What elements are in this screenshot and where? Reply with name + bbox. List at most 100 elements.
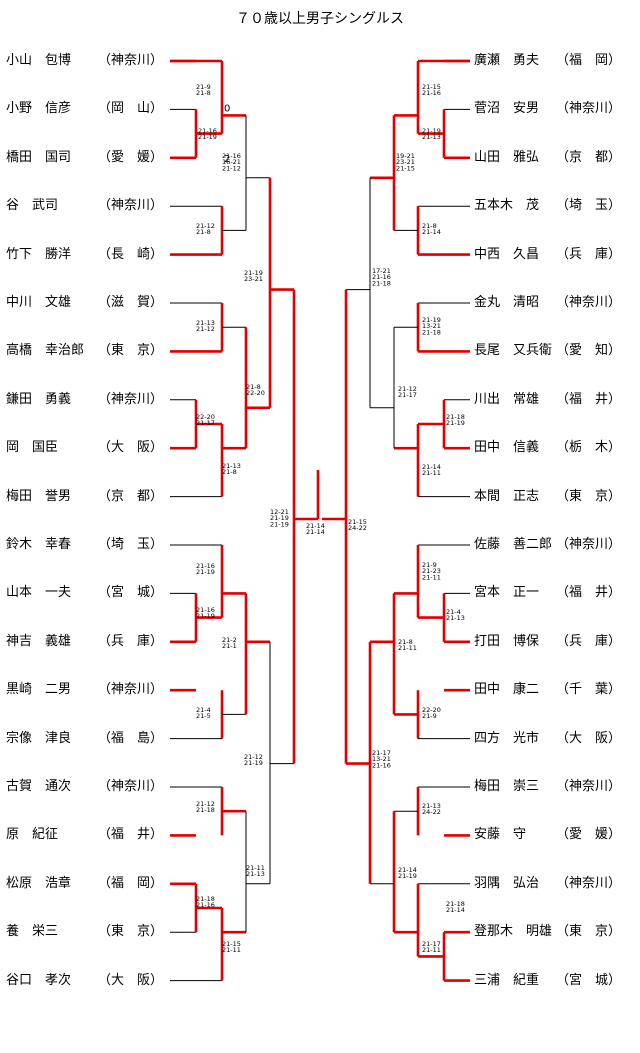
match-score: 21-16 <box>372 273 391 281</box>
match-score: 21-11 <box>422 946 441 954</box>
match-score: 21-9 <box>422 561 437 569</box>
right-player-prefecture: （兵 庫） <box>556 633 622 649</box>
match-score: 23-21 <box>396 158 415 166</box>
left-player-name: 岡 国臣 <box>6 440 59 456</box>
match-score: 21-14 <box>306 522 325 530</box>
left-player-name: 中川 文雄 <box>6 295 72 310</box>
left-player-prefecture: （京 都） <box>98 488 164 504</box>
right-player-prefecture: （東 京） <box>556 488 622 504</box>
right-player-prefecture: （神奈川） <box>556 537 622 552</box>
right-player-name: 金丸 清昭 <box>474 295 540 310</box>
match-score: 21-4 <box>196 706 211 714</box>
left-player-name: 小山 包博 <box>6 53 72 68</box>
match-score: 21-17 <box>422 940 441 948</box>
match-score: 21-11 <box>422 469 441 477</box>
match-score: 21-19 <box>422 127 441 135</box>
right-player-name: 中西 久昌 <box>474 246 540 262</box>
match-score: 24-22 <box>348 524 367 532</box>
match-score: 21-18 <box>196 895 215 903</box>
match-score: 21-16 <box>222 152 241 160</box>
match-score: 21-17 <box>398 391 417 399</box>
match-score: 21-18 <box>422 328 441 336</box>
right-player-name: 梅田 崇三 <box>474 779 540 794</box>
match-score: 21-4 <box>446 608 461 616</box>
match-score: 21-12 <box>196 800 215 808</box>
match-score: 12-21 <box>270 508 289 516</box>
right-player-name: 長尾 又兵衛 <box>474 343 553 359</box>
right-player-prefecture: （福 井） <box>556 391 622 407</box>
right-player-name: 廣瀬 勇夫 <box>474 53 540 68</box>
match-score: 21-18 <box>446 900 465 908</box>
right-player-name: 四方 光市 <box>474 730 540 746</box>
left-player-prefecture: （愛 媛） <box>98 149 164 165</box>
match-score: 21-12 <box>196 325 215 333</box>
match-score: 21-2 <box>222 636 237 644</box>
match-score: 21-13 <box>246 870 265 878</box>
match-score: 21-18 <box>372 279 391 287</box>
left-player-prefecture: （大 阪） <box>98 972 164 988</box>
left-player-name: 松原 浩章 <box>6 875 72 891</box>
right-player-prefecture: （神奈川） <box>556 875 622 891</box>
left-player-prefecture: （福 島） <box>98 730 164 746</box>
match-score: 21-19 <box>196 612 215 620</box>
match-score: 21-11 <box>398 644 417 652</box>
left-player-prefecture: （大 阪） <box>98 440 164 456</box>
match-score: 21-9 <box>422 712 437 720</box>
left-player-name: 谷口 孝次 <box>6 972 72 988</box>
right-player-prefecture: （愛 媛） <box>556 827 622 843</box>
left-player-prefecture: （東 京） <box>98 924 164 940</box>
match-score: 21-9 <box>196 83 211 91</box>
left-player-name: 宗像 津良 <box>6 730 72 746</box>
match-score: 13-21 <box>422 322 441 330</box>
match-score: 21-5 <box>196 712 211 720</box>
match-score: 21-19 <box>196 568 215 576</box>
left-player-prefecture: （福 井） <box>98 827 164 843</box>
match-score: 21-19 <box>198 133 217 141</box>
right-player-name: 打田 博保 <box>474 633 540 649</box>
left-player-prefecture: （福 岡） <box>98 875 164 891</box>
match-score: 24-22 <box>422 808 441 816</box>
left-player-prefecture: （神奈川） <box>98 779 164 794</box>
right-player-prefecture: （宮 城） <box>556 972 622 988</box>
right-player-name: 五本木 茂 <box>474 198 540 214</box>
right-player-name: 田中 康二 <box>474 682 540 698</box>
left-player-name: 谷 武司 <box>6 198 59 214</box>
left-player-prefecture: （神奈川） <box>98 53 164 68</box>
match-score: 21-12 <box>196 222 215 230</box>
match-score: 22-20 <box>246 389 265 397</box>
left-player-name: 養 栄三 <box>6 924 59 940</box>
right-player-prefecture: （大 阪） <box>556 730 622 746</box>
left-player-name: 神吉 義雄 <box>6 633 72 649</box>
right-player-prefecture: （千 葉） <box>556 682 622 698</box>
match-score: 21-17 <box>196 419 215 427</box>
left-player-prefecture: （兵 庫） <box>98 633 164 649</box>
match-score: 21-15 <box>396 164 415 172</box>
match-score: 21-13 <box>422 133 441 141</box>
right-player-name: 三浦 紀重 <box>474 972 540 988</box>
right-player-prefecture: （神奈川） <box>556 295 622 310</box>
match-score: 21-15 <box>422 83 441 91</box>
right-player-prefecture: （神奈川） <box>556 101 622 117</box>
left-player-prefecture: （長 崎） <box>98 246 164 262</box>
score-digit: 0 <box>224 103 230 114</box>
match-score: 21-8 <box>422 222 437 230</box>
match-score: 21-11 <box>246 864 265 872</box>
match-score: 22-20 <box>422 706 441 714</box>
right-player-prefecture: （栃 木） <box>556 440 622 456</box>
right-player-prefecture: （福 岡） <box>556 53 622 68</box>
left-player-name: 黒崎 二男 <box>6 682 72 698</box>
match-score: 21-13 <box>222 462 241 470</box>
match-score: 19-21 <box>396 152 415 160</box>
match-score: 21-19 <box>398 872 417 880</box>
match-score: 21-14 <box>422 228 441 236</box>
match-score: 21-19 <box>270 520 289 528</box>
match-score: 21-8 <box>246 383 261 391</box>
match-score: 21-8 <box>398 638 413 646</box>
match-score: 21-13 <box>446 614 465 622</box>
match-score: 21-16 <box>372 761 391 769</box>
left-player-name: 竹下 勝洋 <box>6 246 72 262</box>
match-score: 21-16 <box>198 127 217 135</box>
match-score: 21-14 <box>446 906 465 914</box>
right-player-name: 川出 常雄 <box>474 391 540 407</box>
left-player-prefecture: （東 京） <box>98 343 164 359</box>
